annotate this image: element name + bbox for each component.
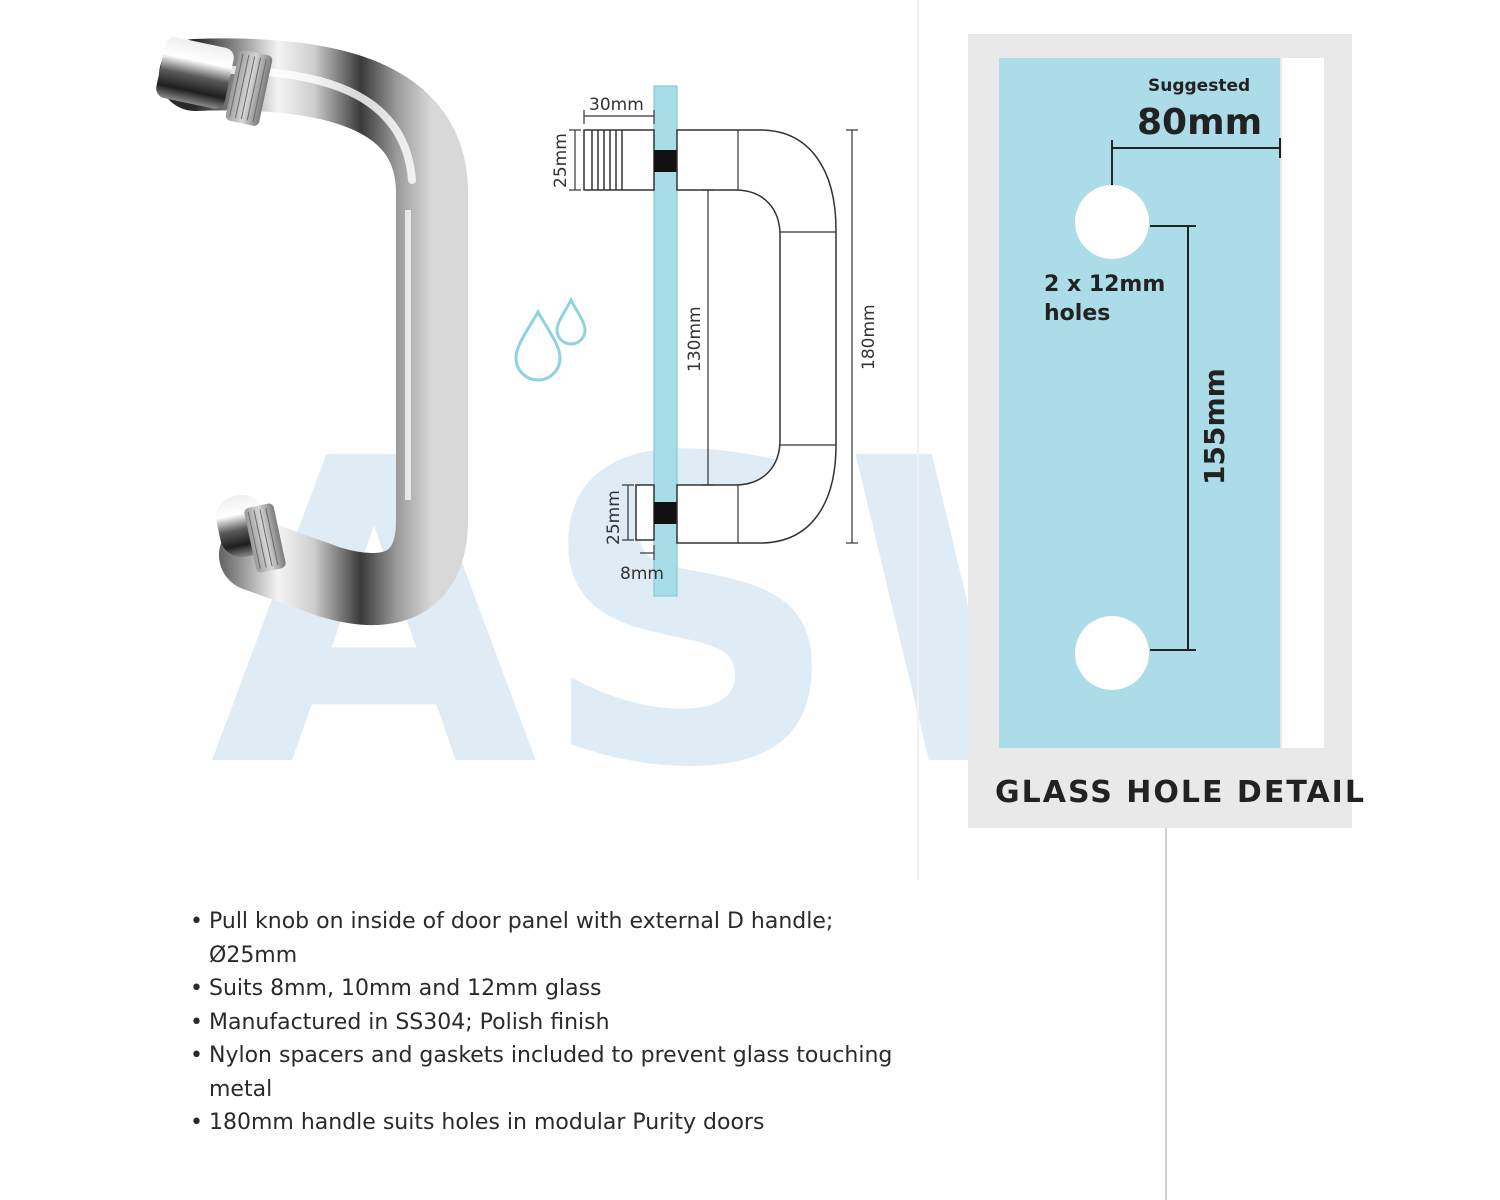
feature-list: Pull knob on inside of door panel with e… [190, 905, 910, 1140]
hole-top [1075, 185, 1149, 259]
dim-knob-width: 30mm [589, 95, 644, 115]
d-handle-profile [676, 129, 837, 544]
bottom-knob [216, 494, 286, 573]
water-drops-icon [514, 296, 587, 382]
glass-hole-detail-panel: Suggested 80mm 2 x 12mm holes 155mm GLAS… [968, 34, 1366, 828]
dim-knob-diameter-bottom: 25mm [604, 490, 624, 545]
knob-bottom-profile [635, 484, 655, 541]
handle-photo [156, 37, 468, 625]
holes-label-line2: holes [1044, 301, 1110, 326]
feature-item: Suits 8mm, 10mm and 12mm glass [190, 972, 910, 1006]
hole-bottom [1075, 616, 1149, 690]
dim-knob-diameter-top: 25mm [551, 133, 571, 188]
dim-handle-overall: 180mm [859, 304, 879, 370]
dim-handle-inner: 130mm [685, 306, 705, 372]
feature-item: Pull knob on inside of door panel with e… [190, 905, 910, 972]
glass-hole-detail-caption: GLASS HOLE DETAIL [995, 775, 1366, 810]
hole-spacing-value: 155mm [1198, 368, 1231, 485]
dim-glass-thickness: 8mm [620, 564, 664, 584]
side-view-drawing: 30mm 25mm 130mm 180mm 25mm 8mm [551, 85, 879, 597]
edge-distance-value: 80mm [1137, 102, 1262, 143]
top-knob [156, 37, 273, 126]
feature-item: 180mm handle suits holes in modular Puri… [190, 1106, 910, 1140]
suggested-label: Suggested [1148, 76, 1250, 96]
knob-top-profile [583, 129, 655, 191]
feature-item: Nylon spacers and gaskets included to pr… [190, 1039, 910, 1106]
feature-item: Manufactured in SS304; Polish finish [190, 1006, 910, 1040]
holes-label-line1: 2 x 12mm [1044, 272, 1165, 297]
glass-pane-side [653, 85, 678, 597]
